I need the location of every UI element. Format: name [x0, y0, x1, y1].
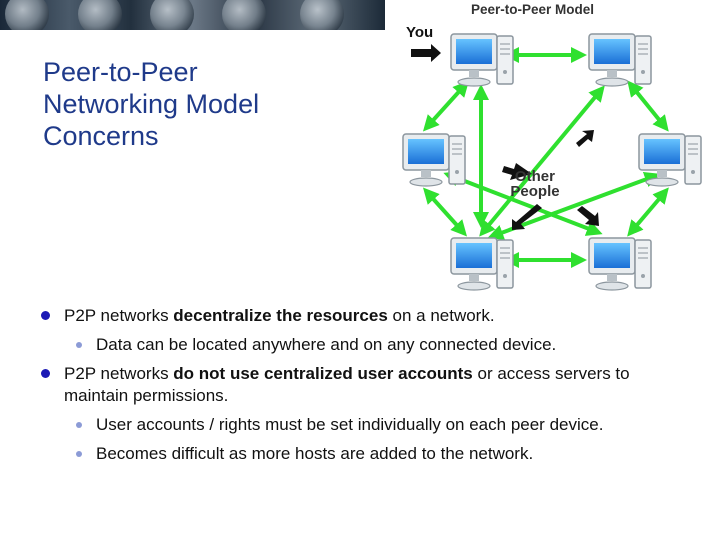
- other-people-label: Other People: [510, 168, 559, 200]
- bullet-1-text-a: P2P networks: [64, 306, 173, 325]
- sub-bullet-1: Data can be located anywhere and on any …: [38, 334, 678, 356]
- computer-icon-bottom-right: [589, 238, 651, 290]
- bullet-1-bold: decentralize the resources: [173, 306, 387, 325]
- computer-icon-left: [403, 134, 465, 186]
- sub-bullet-2: User accounts / rights must be set indiv…: [38, 414, 678, 436]
- p2p-diagram: Peer-to-Peer Model You Other People: [385, 0, 720, 300]
- slide-title: Peer-to-Peer Networking Model Concerns: [43, 56, 363, 152]
- computer-icon-you: [451, 34, 513, 86]
- title-line-2: Networking Model: [43, 88, 363, 120]
- header-banner-image: [0, 0, 385, 30]
- computer-icon-bottom-left: [451, 238, 513, 290]
- sub-bullet-3: Becomes difficult as more hosts are adde…: [38, 443, 678, 465]
- computer-icon-top-right: [589, 34, 651, 86]
- you-arrow: You: [406, 24, 441, 62]
- bullet-list: P2P networks decentralize the resources …: [38, 305, 678, 472]
- title-line-3: Concerns: [43, 120, 363, 152]
- diagram-title: Peer-to-Peer Model: [471, 2, 594, 17]
- bullet-2: P2P networks do not use centralized user…: [38, 363, 678, 407]
- you-label: You: [406, 24, 433, 41]
- bullet-1-text-b: on a network.: [388, 306, 495, 325]
- title-line-1: Peer-to-Peer: [43, 56, 363, 88]
- bullet-2-bold: do not use centralized user accounts: [173, 364, 472, 383]
- bullet-1: P2P networks decentralize the resources …: [38, 305, 678, 327]
- other-label-line-2: People: [510, 183, 559, 200]
- bullet-2-text-a: P2P networks: [64, 364, 173, 383]
